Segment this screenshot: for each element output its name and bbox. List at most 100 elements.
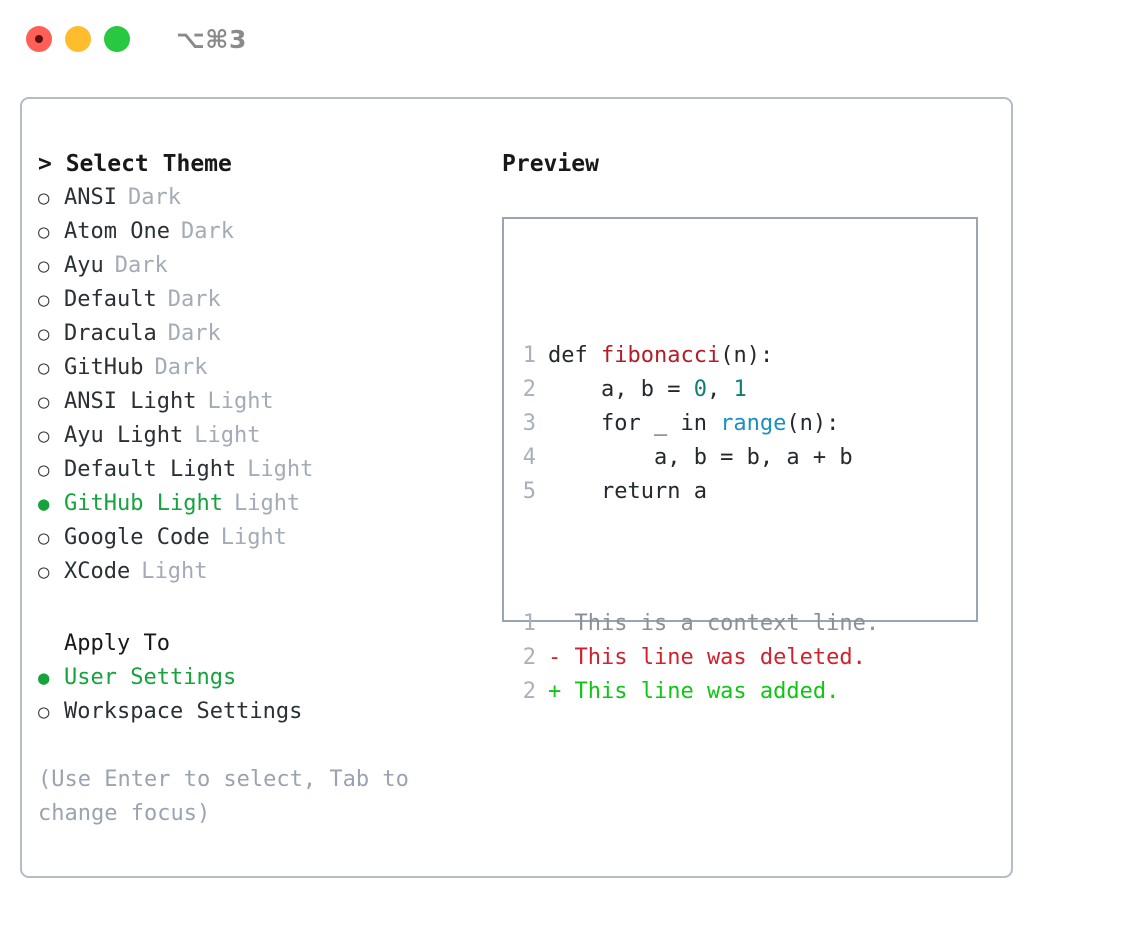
apply-to-section: Apply To ● User Settings ○ Workspace Settin…	[38, 627, 478, 729]
radio-unselected-icon: ○	[38, 701, 50, 723]
code-token: def	[548, 343, 601, 368]
list-item-label: ANSI	[64, 185, 117, 210]
theme-list-item[interactable]: ● GitHub Light Light	[38, 487, 478, 521]
code-line: 2 a, b = 0, 1	[522, 373, 879, 407]
list-item-label: Dracula	[64, 321, 157, 346]
code-token: 0	[693, 377, 707, 402]
minimize-button[interactable]	[65, 26, 91, 52]
theme-type-badge: Light	[220, 525, 287, 550]
radio-selected-icon: ●	[38, 667, 50, 689]
line-number: 2	[522, 377, 536, 402]
theme-list-item[interactable]: ○ Default Dark	[38, 283, 478, 317]
code-line: 4 a, b = b, a + b	[522, 441, 879, 475]
diff-text: This is a context line.	[548, 611, 880, 636]
radio-unselected-icon: ○	[38, 289, 50, 311]
theme-type-badge: Light	[207, 389, 274, 414]
radio-unselected-icon: ○	[38, 221, 50, 243]
code-line: 3 for _ in range(n):	[522, 407, 879, 441]
radio-unselected-icon: ○	[38, 391, 50, 413]
diff-line: 1 This is a context line.	[522, 607, 879, 641]
theme-list-item[interactable]: ○ Dracula Dark	[38, 317, 478, 351]
code-token: for _ in	[548, 411, 721, 436]
title-bar: ⌥⌘3	[0, 0, 1140, 78]
radio-unselected-icon: ○	[38, 561, 50, 583]
theme-list-item[interactable]: ○ ANSI Light Light	[38, 385, 478, 419]
theme-list-item[interactable]: ○ ANSI Dark	[38, 181, 478, 215]
diff-line: 2- This line was deleted.	[522, 641, 879, 675]
code-token: (n):	[720, 343, 774, 368]
code-token: 1	[733, 377, 747, 402]
list-item-label: Workspace Settings	[64, 699, 303, 724]
line-number: 1	[522, 611, 536, 636]
theme-list-item[interactable]: ○ GitHub Dark	[38, 351, 478, 385]
radio-unselected-icon: ○	[38, 425, 50, 447]
theme-type-badge: Light	[233, 491, 301, 516]
list-item-label: GitHub Light	[64, 491, 223, 516]
theme-type-badge: Light	[194, 423, 261, 448]
theme-type-badge: Light	[141, 559, 208, 584]
code-line: 5 return a	[522, 475, 879, 509]
preview-title: Preview	[502, 151, 599, 177]
keyboard-shortcut-label: ⌥⌘3	[176, 24, 247, 54]
apply-to-item[interactable]: ○ Workspace Settings	[38, 695, 478, 729]
code-token: a, b = b, a + b	[548, 445, 853, 470]
radio-unselected-icon: ○	[38, 323, 50, 345]
close-button[interactable]	[26, 26, 52, 52]
apply-to-list[interactable]: ● User Settings ○ Workspace Settings	[38, 661, 478, 729]
radio-unselected-icon: ○	[38, 255, 50, 277]
diff-line: 2 + This line was added.	[522, 675, 879, 709]
theme-type-badge: Dark	[154, 355, 208, 380]
code-token: a, b =	[548, 377, 694, 402]
radio-unselected-icon: ○	[38, 357, 50, 379]
list-item-label: User Settings	[64, 665, 237, 690]
code-token: fibonacci	[600, 343, 721, 368]
code-token: ,	[706, 377, 734, 402]
line-number: 4	[522, 445, 536, 470]
theme-list-item[interactable]: ○ Ayu Dark	[38, 249, 478, 283]
window-controls	[26, 26, 130, 52]
page-title: > Select Theme	[38, 151, 232, 177]
diff-block: 1 This is a context line.2- This line wa…	[522, 607, 879, 709]
code-token: return a	[548, 479, 707, 504]
theme-list-item[interactable]: ○ Default Light Light	[38, 453, 478, 487]
radio-selected-icon: ●	[38, 493, 50, 515]
theme-list-item[interactable]: ○ Ayu Light Light	[38, 419, 478, 453]
theme-type-badge: Dark	[127, 185, 181, 210]
list-item-label: Default Light	[64, 457, 237, 482]
list-item-label: Ayu Light	[64, 423, 184, 448]
keyboard-hint: (Use Enter to select, Tab to change focu…	[38, 767, 423, 826]
code-token: range	[720, 411, 787, 436]
line-number: 2	[522, 679, 536, 704]
theme-type-badge: Dark	[167, 287, 221, 312]
code-token: (n):	[786, 411, 840, 436]
diff-text: + This line was added.	[548, 679, 840, 704]
line-number: 5	[522, 479, 536, 504]
list-item-label: Default	[64, 287, 157, 312]
radio-unselected-icon: ○	[38, 187, 50, 209]
maximize-button[interactable]	[104, 26, 130, 52]
theme-type-badge: Light	[247, 457, 314, 482]
apply-to-item[interactable]: ● User Settings	[38, 661, 478, 695]
theme-type-badge: Dark	[114, 253, 168, 278]
line-number: 3	[522, 411, 536, 436]
radio-unselected-icon: ○	[38, 459, 50, 481]
theme-type-badge: Dark	[180, 219, 234, 244]
theme-type-badge: Dark	[167, 321, 221, 346]
apply-to-title: Apply To	[64, 631, 170, 656]
list-item-label: Google Code	[64, 525, 210, 550]
list-item-label: GitHub	[64, 355, 144, 380]
list-item-label: Ayu	[64, 253, 104, 278]
list-item-label: ANSI Light	[64, 389, 197, 414]
line-number: 2	[522, 645, 536, 670]
